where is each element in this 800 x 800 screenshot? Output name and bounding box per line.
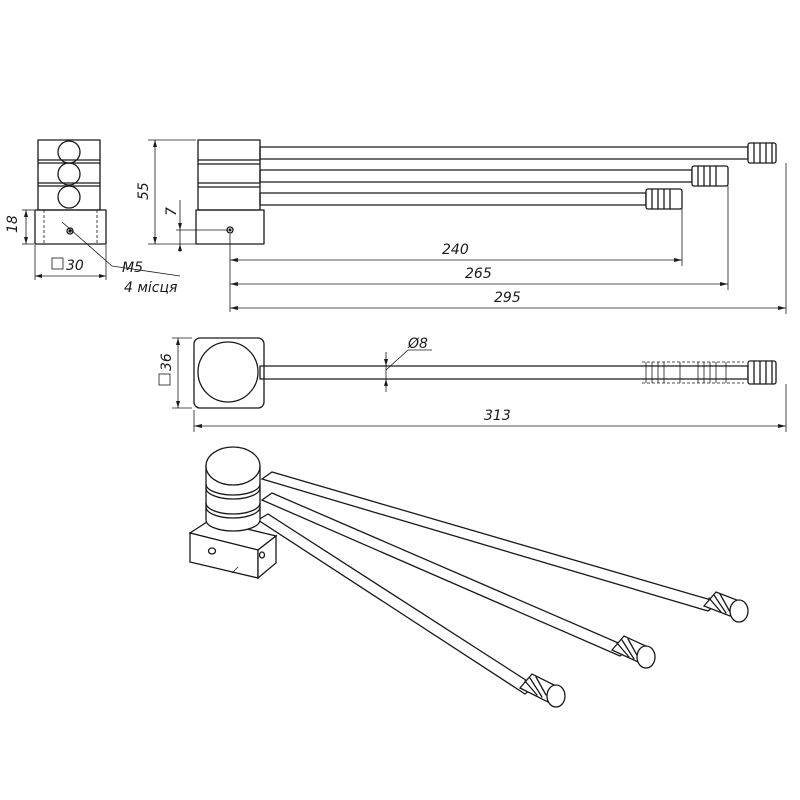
arm-long-end-cap	[747, 142, 777, 164]
screw-hole-icon	[207, 547, 217, 555]
front-view: 55 7 240 265 295	[136, 139, 787, 314]
side-view-knuckle-body	[37, 139, 101, 211]
side-width-label: 30	[66, 258, 84, 274]
top-view: Ø 8 36 313	[158, 336, 787, 432]
diameter-label: 8	[419, 336, 428, 352]
side-height-label: 18	[5, 215, 21, 233]
side-view: M5 4 місця 18 30	[5, 139, 181, 296]
screw-hole-icon	[66, 227, 74, 235]
arm-long	[259, 146, 749, 160]
thread-label: M5	[122, 260, 143, 276]
front-height-label: 55	[136, 182, 152, 200]
arm-short	[259, 192, 647, 206]
iso-cap-long	[702, 591, 749, 623]
arm-middle	[259, 169, 693, 183]
hole-offset-label: 7	[164, 207, 180, 216]
top-view-base	[193, 337, 265, 409]
total-length-label: 313	[484, 408, 511, 424]
diameter-symbol: Ø	[407, 336, 420, 352]
top-view-end-cap	[747, 360, 777, 385]
base-size-label: 36	[159, 353, 175, 371]
iso-cap-middle	[610, 635, 656, 669]
iso-cap-short	[518, 673, 566, 708]
isometric-view	[188, 446, 749, 708]
places-label: 4 місця	[124, 280, 177, 296]
iso-base-side	[257, 534, 277, 580]
len-long-label: 295	[494, 290, 521, 306]
square-symbol-icon	[51, 257, 64, 270]
len-mid-label: 265	[465, 266, 492, 282]
top-view-arm	[259, 365, 749, 380]
square-symbol-icon	[158, 373, 171, 386]
screw-hole-icon	[258, 551, 266, 559]
front-view-knuckle	[197, 139, 261, 211]
top-view-knuckle	[197, 341, 259, 403]
side-view-base	[34, 209, 107, 245]
len-short-label: 240	[442, 242, 469, 258]
iso-knuckle-top	[205, 446, 261, 486]
thread-leader	[61, 221, 113, 267]
